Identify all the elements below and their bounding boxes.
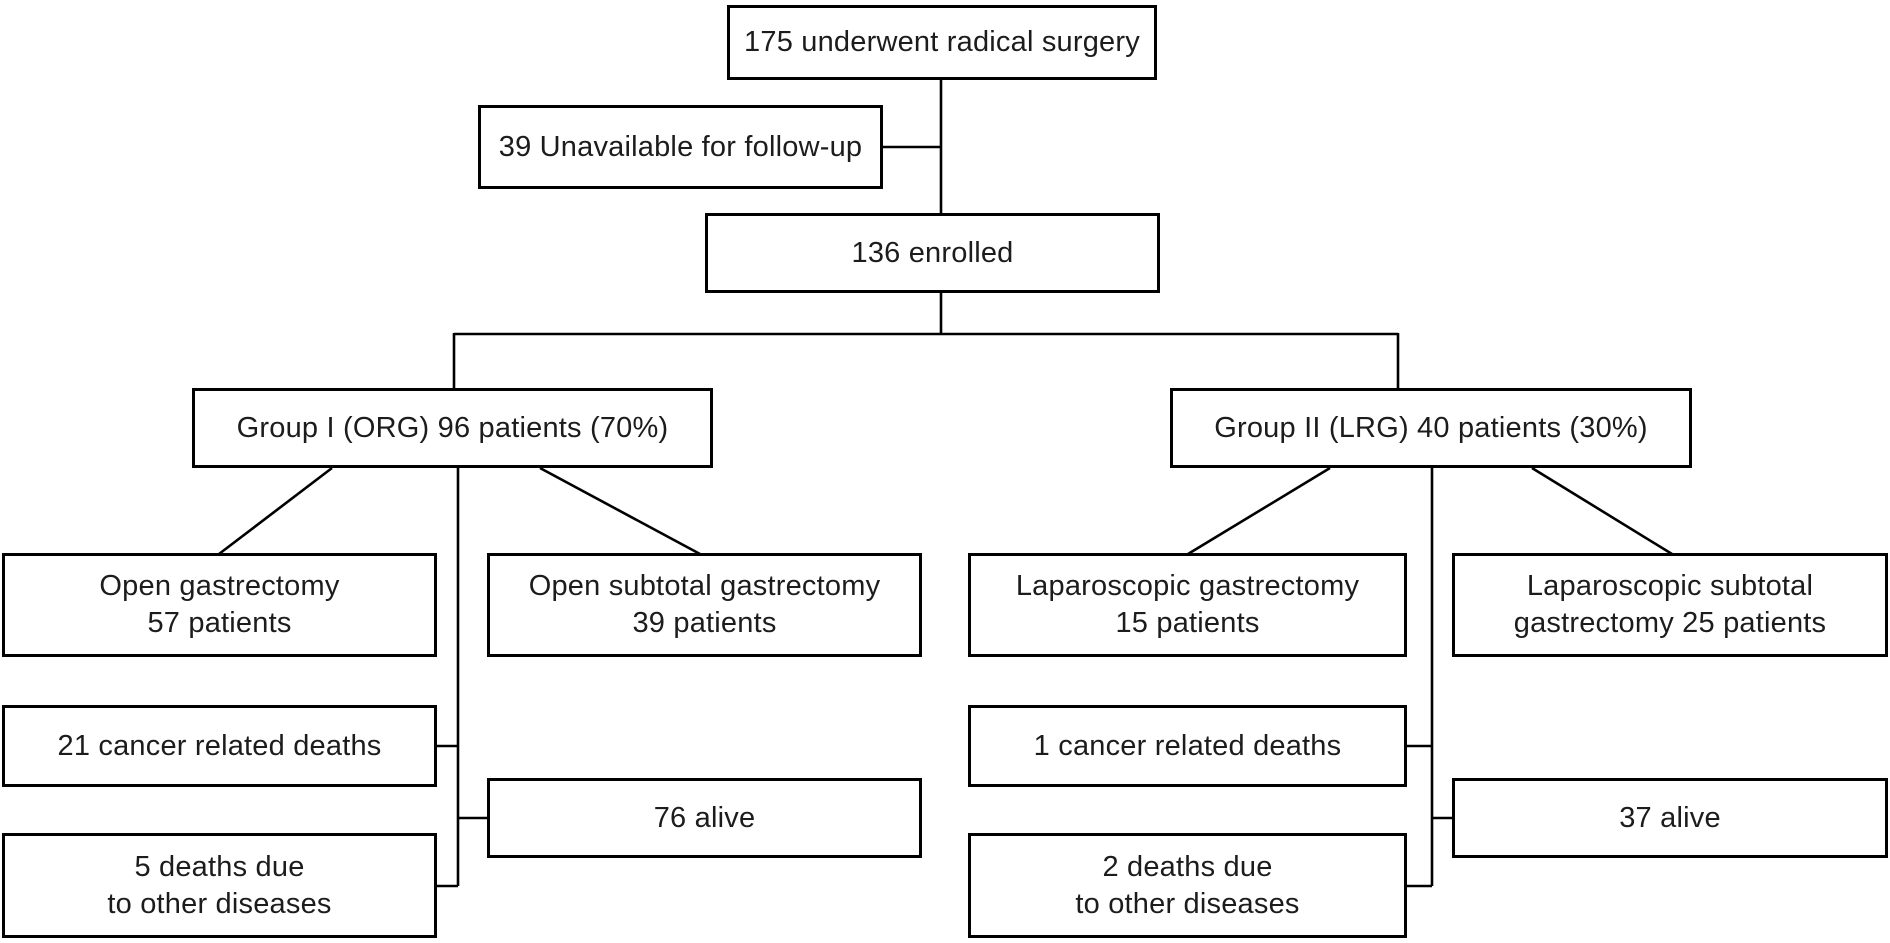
- node-group1-other-deaths-line2: to other diseases: [107, 887, 332, 920]
- node-laparoscopic-subtotal-gastrectomy-line2: gastrectomy 25 patients: [1513, 607, 1827, 639]
- node-group2-other-deaths: 2 deaths due to other diseases: [968, 833, 1407, 938]
- node-enrolled: 136 enrolled: [705, 213, 1160, 293]
- node-group2-lrg: Group II (LRG) 40 patients (30%): [1170, 388, 1692, 468]
- node-radical-surgery-label: 175 underwent radical surgery: [744, 26, 1140, 59]
- node-open-gastrectomy-line1: Open gastrectomy: [99, 570, 340, 603]
- node-laparoscopic-gastrectomy-line1: Laparoscopic gastrectomy: [1015, 570, 1360, 603]
- node-group1-cancer-deaths: 21 cancer related deaths: [2, 705, 437, 787]
- node-open-gastrectomy-line2: 57 patients: [147, 607, 292, 639]
- node-open-subtotal-gastrectomy: Open subtotal gastrectomy 39 patients: [487, 553, 922, 657]
- node-group2-alive-label: 37 alive: [1619, 801, 1721, 834]
- node-group2-alive: 37 alive: [1452, 778, 1888, 858]
- node-group2-cancer-deaths: 1 cancer related deaths: [968, 705, 1407, 787]
- node-group2-other-deaths-line2: to other diseases: [1075, 887, 1300, 920]
- node-laparoscopic-gastrectomy: Laparoscopic gastrectomy 15 patients: [968, 553, 1407, 657]
- connector-group1-diag-right: [539, 466, 701, 556]
- node-group2-cancer-deaths-label: 1 cancer related deaths: [1033, 729, 1342, 762]
- node-open-gastrectomy: Open gastrectomy 57 patients: [2, 553, 437, 657]
- node-laparoscopic-subtotal-gastrectomy: Laparoscopic subtotal gastrectomy 25 pat…: [1452, 553, 1888, 657]
- node-laparoscopic-subtotal-gastrectomy-line1: Laparoscopic subtotal: [1526, 570, 1814, 603]
- node-group1-cancer-deaths-label: 21 cancer related deaths: [57, 729, 382, 762]
- connector-group1-diag-left: [218, 466, 333, 556]
- node-open-subtotal-gastrectomy-line2: 39 patients: [632, 607, 777, 639]
- node-open-subtotal-gastrectomy-line1: Open subtotal gastrectomy: [528, 570, 881, 603]
- node-group2-other-deaths-line1: 2 deaths due: [1102, 850, 1273, 883]
- connector-group2-diag-left: [1187, 466, 1331, 556]
- node-group1-alive: 76 alive: [487, 778, 922, 858]
- node-unavailable-followup: 39 Unavailable for follow-up: [478, 105, 883, 189]
- node-enrolled-label: 136 enrolled: [851, 236, 1014, 269]
- connector-group2-diag-right: [1531, 466, 1673, 556]
- node-unavailable-followup-label: 39 Unavailable for follow-up: [498, 130, 863, 163]
- node-group1-other-deaths-line1: 5 deaths due: [134, 850, 305, 883]
- node-group1-other-deaths: 5 deaths due to other diseases: [2, 833, 437, 938]
- node-group1-alive-label: 76 alive: [653, 801, 756, 834]
- node-radical-surgery: 175 underwent radical surgery: [727, 5, 1157, 80]
- node-laparoscopic-gastrectomy-line2: 15 patients: [1115, 607, 1260, 639]
- node-group1-org: Group I (ORG) 96 patients (70%): [192, 388, 713, 468]
- node-group1-org-label: Group I (ORG) 96 patients (70%): [236, 411, 669, 444]
- node-group2-lrg-label: Group II (LRG) 40 patients (30%): [1214, 411, 1648, 444]
